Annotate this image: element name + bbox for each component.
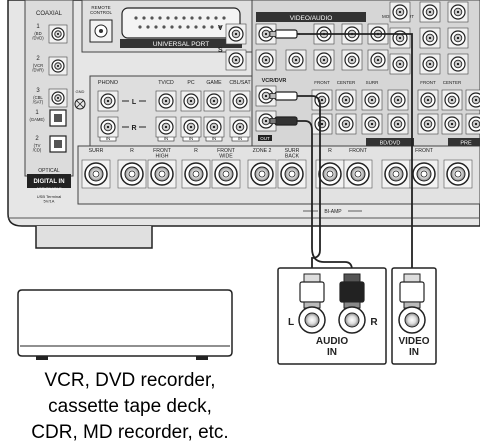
in-tag: IN: [212, 136, 217, 141]
universal-port-connector-icon: [121, 7, 241, 39]
optical-input-source: (TV/CD): [33, 143, 42, 153]
ground-screw-icon: [74, 98, 86, 110]
source-label: GAME: [206, 80, 222, 86]
surr-pre-label: SURR: [366, 80, 380, 85]
in-tag: IN: [238, 136, 243, 141]
right-channel-label: R: [131, 125, 136, 132]
audio-left-cable: [297, 95, 321, 240]
optical-label: OPTICAL: [38, 168, 60, 174]
cables: [269, 29, 413, 296]
source-label: CBL/SAT: [229, 80, 251, 86]
in-tag: IN: [106, 136, 111, 141]
speaker-terminal-label: R: [328, 148, 332, 154]
speaker-terminal-label: FRONT: [415, 148, 434, 154]
optical-input-number: 1: [35, 110, 39, 116]
out-tag: OUT: [260, 136, 270, 141]
device-caption: VCR, DVD recorder, cassette tape deck, C…: [0, 368, 260, 446]
assignable-label: ASSIGNABLE: [36, 186, 62, 191]
speaker-terminal-label: R: [130, 148, 134, 154]
optical-input-number: 2: [35, 136, 39, 142]
coax-input-number: 1: [36, 24, 40, 30]
source-label: PC: [187, 80, 194, 86]
center2-pre-label: CENTER: [443, 80, 462, 85]
audio-in-left-label: L: [288, 317, 294, 328]
coax-input-source: (VCR/DVR): [32, 63, 44, 73]
phono-label: PHONO: [98, 80, 119, 86]
coax-input-source: (CBL/SAT): [33, 95, 44, 105]
caption-line-2: cassette tape deck,: [48, 396, 212, 417]
speaker-terminal-label: ZONE 2: [253, 148, 272, 154]
source-label: TV/CD: [158, 80, 174, 86]
ground-label: GND: [76, 89, 85, 94]
universal-port-label: UNIVERSAL PORT: [153, 41, 209, 48]
coax-input-source: (BD/DVD): [32, 31, 44, 41]
digital-in-label: DIGITAL IN: [33, 179, 64, 185]
caption-line-3: CDR, MD recorder, etc.: [31, 422, 229, 443]
center-pre-label: CENTER: [337, 80, 356, 85]
front2-pre-label: FRONT: [420, 80, 436, 85]
coaxial-label: COAXIAL: [36, 11, 63, 17]
external-device-box: [17, 289, 233, 360]
audio-in-right-label: R: [370, 317, 378, 328]
vcr-dvr-label: VCR/DVR: [262, 78, 287, 84]
video-cable: [297, 33, 413, 294]
digital-in-block: COAXIAL 1(BD/DVD)2(VCR/DVR)3(CBL/SAT) 1(…: [27, 11, 86, 204]
in-tag: IN: [189, 136, 194, 141]
speaker-terminal-label: R: [194, 148, 198, 154]
caption-line-1: VCR, DVD recorder,: [44, 370, 216, 391]
bi-amp-label: BI-AMP: [324, 209, 342, 215]
speaker-terminal-label: FRONT: [349, 148, 368, 154]
front-pre-label: FRONT: [314, 80, 330, 85]
svideo-row-label: S: [218, 47, 223, 54]
audio-right-cable: [297, 120, 313, 236]
speaker-terminal-label: SURR: [89, 148, 104, 154]
coax-input-number: 3: [36, 88, 40, 94]
left-channel-label: L: [132, 99, 137, 106]
coax-input-number: 2: [36, 56, 40, 62]
bd-dvd-label: BD/DVD: [380, 141, 401, 147]
video-audio-label: VIDEO/AUDIO: [290, 15, 333, 22]
optical-input-source: (GAME): [29, 117, 45, 122]
video-row-label: V: [218, 25, 223, 32]
in-tag: IN: [164, 136, 169, 141]
pre-out-label: PRE: [460, 141, 472, 147]
